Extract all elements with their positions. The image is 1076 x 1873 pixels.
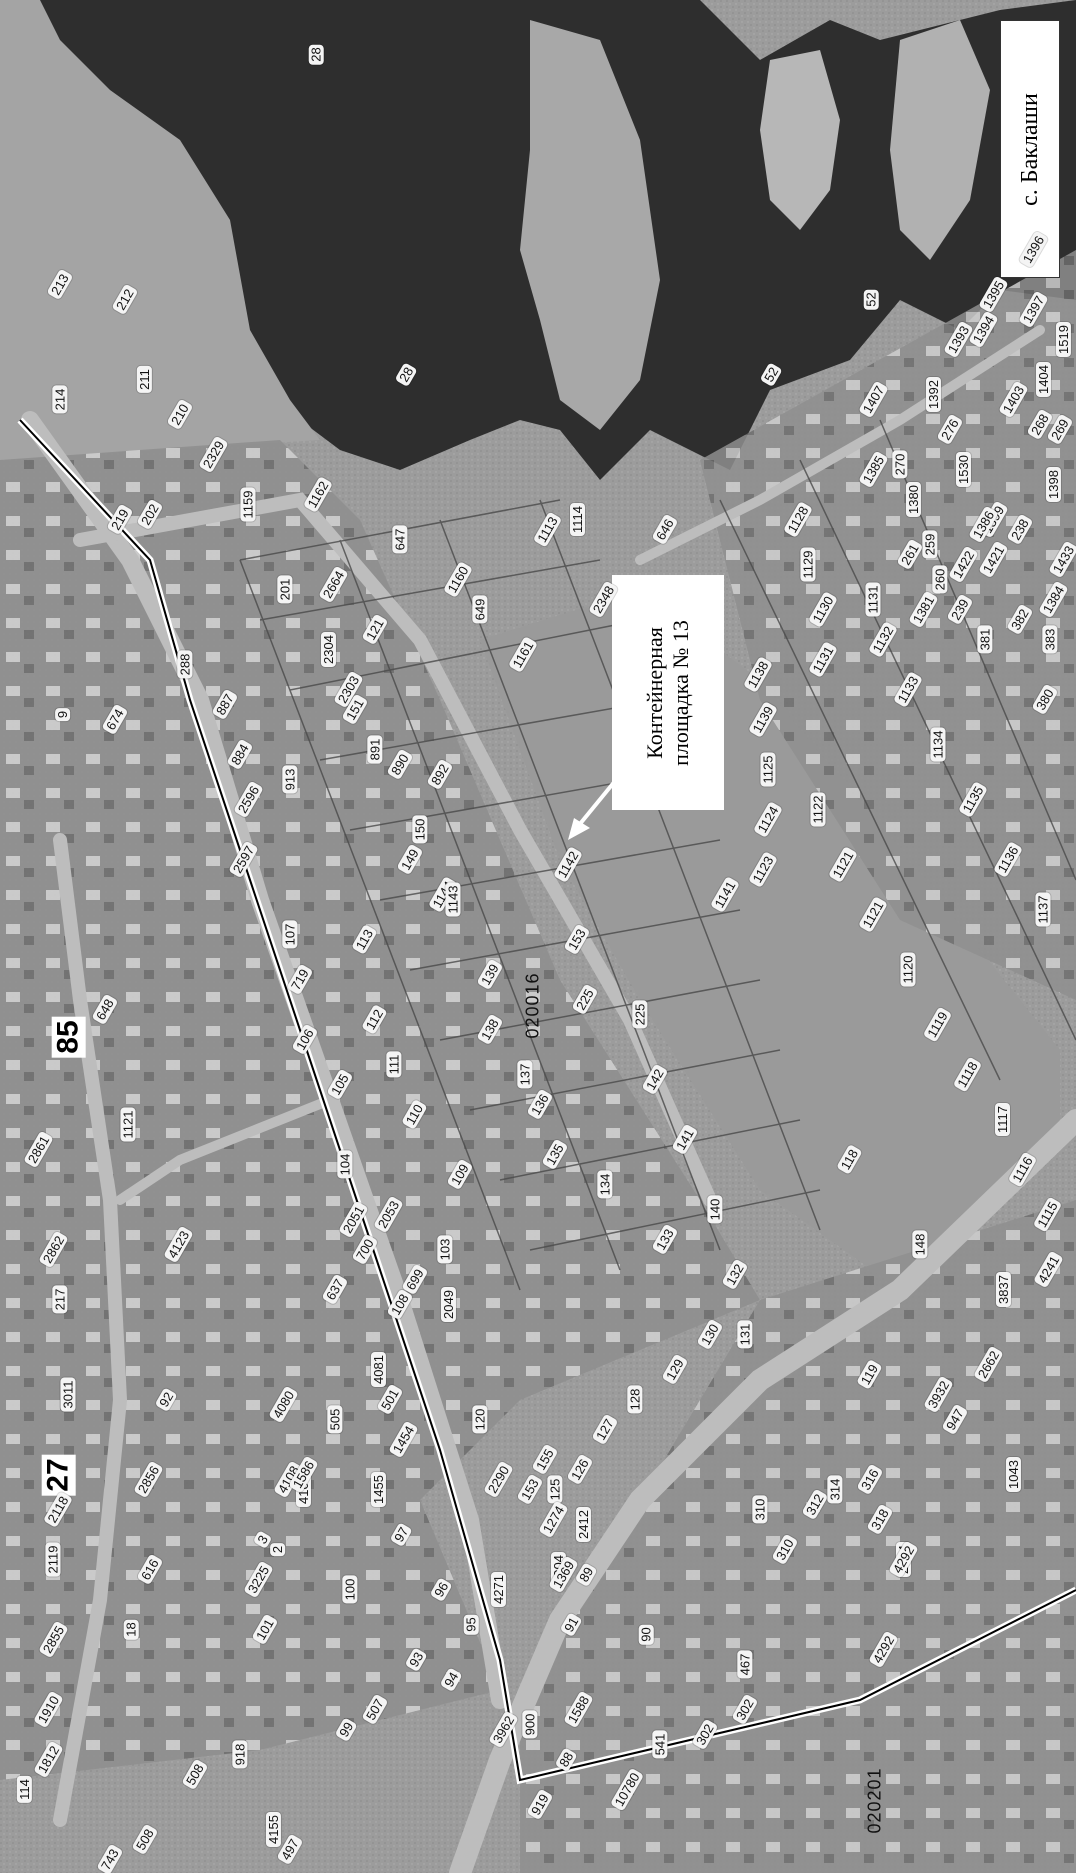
parcel-number-label: 2304 <box>320 632 336 667</box>
parcel-number-label: 2119 <box>45 1542 61 1577</box>
parcel-number-label: 1120 <box>900 952 916 987</box>
parcel-number-label: 1392 <box>925 377 941 412</box>
parcel-number-label: 891 <box>367 735 383 764</box>
parcel-number-label: 310 <box>752 1495 768 1524</box>
parcel-number-label: 125 <box>547 1475 563 1504</box>
parcel-number-label: 1125 <box>760 752 776 787</box>
parcel-number-label: 107 <box>282 920 298 949</box>
parcel-number-label: 3837 <box>995 1272 1011 1307</box>
parcel-number-label: 140 <box>707 1195 723 1224</box>
district-number: 85 <box>51 1016 86 1058</box>
settlement-label: с. Баклаши <box>1000 20 1060 278</box>
callout-line-2: площадка № 13 <box>668 619 694 766</box>
parcel-number-label: 2049 <box>440 1287 456 1322</box>
parcel-number-label: 1129 <box>800 547 816 582</box>
parcel-number-label: 18 <box>123 1619 139 1640</box>
parcel-number-label: 1455 <box>370 1472 386 1507</box>
container-site-callout: Контейнерная площадка № 13 <box>612 575 724 810</box>
district-number: 27 <box>41 1454 76 1496</box>
parcel-number-label: 1137 <box>1035 892 1051 927</box>
parcel-number-label: 2 <box>270 1542 286 1557</box>
parcel-number-label: 505 <box>327 1405 343 1434</box>
parcel-number-label: 1134 <box>930 727 946 762</box>
parcel-number-label: 1143 <box>445 882 461 917</box>
parcel-number-label: 1519 <box>1055 322 1071 357</box>
parcel-number-label: 211 <box>136 366 152 393</box>
parcel-number-label: 467 <box>737 1650 753 1679</box>
parcel-number-label: 201 <box>277 575 293 604</box>
parcel-number-label: 1131 <box>865 582 881 617</box>
parcel-number-label: 1043 <box>1005 1457 1021 1492</box>
parcel-number-label: 649 <box>472 595 488 624</box>
parcel-number-label: 1159 <box>240 487 256 522</box>
parcel-number-label: 1380 <box>905 482 921 517</box>
parcel-number-label: 95 <box>463 1614 479 1635</box>
parcel-number-label: 1121 <box>120 1107 136 1142</box>
parcel-number-label: 104 <box>337 1150 353 1179</box>
parcel-number-label: 120 <box>472 1405 488 1434</box>
parcel-number-label: 4155 <box>265 1812 281 1847</box>
parcel-number-label: 111 <box>386 1051 402 1078</box>
parcel-number-label: 918 <box>232 1740 248 1769</box>
parcel-number-label: 103 <box>437 1235 453 1264</box>
parcel-number-label: 2412 <box>575 1507 591 1542</box>
parcel-number-label: 1117 <box>995 1103 1010 1136</box>
parcel-number-label: 1404 <box>1035 362 1051 397</box>
parcel-number-label: 913 <box>282 765 298 794</box>
parcel-number-label: 900 <box>522 1710 538 1739</box>
parcel-number-label: 1122 <box>810 792 826 827</box>
parcel-number-label: 4271 <box>490 1572 506 1607</box>
parcel-number-label: 90 <box>638 1624 654 1645</box>
parcel-number-label: 383 <box>1042 625 1058 654</box>
parcel-number-label: 260 <box>932 565 948 594</box>
parcel-number-label: 214 <box>52 385 68 414</box>
parcel-number-label: 1530 <box>955 452 971 487</box>
parcel-number-label: 131 <box>737 1320 753 1349</box>
parcel-number-label: 381 <box>977 625 993 654</box>
parcel-number-label: 3011 <box>60 1377 76 1412</box>
parcel-number-label: 4081 <box>370 1352 386 1387</box>
parcel-number-label: 114 <box>16 1776 32 1803</box>
callout-line-1: Контейнерная <box>642 626 668 759</box>
parcel-number-label: 225 <box>632 1000 648 1029</box>
parcel-number-label: 1398 <box>1045 467 1061 502</box>
parcel-number-label: 314 <box>827 1475 843 1504</box>
parcel-number-label: 100 <box>342 1575 358 1604</box>
parcel-number-label: 28 <box>308 44 324 65</box>
parcel-number-label: 259 <box>922 530 938 559</box>
parcel-number-label: 150 <box>412 815 428 844</box>
cadastral-block-label: 020016 <box>522 972 543 1039</box>
parcel-number-label: 134 <box>597 1170 613 1199</box>
parcel-number-label: 52 <box>863 289 879 310</box>
parcel-number-label: 1114 <box>570 503 585 536</box>
parcel-number-label: 148 <box>912 1230 928 1259</box>
parcel-number-label: 288 <box>177 650 193 679</box>
parcel-number-label: 647 <box>392 525 408 554</box>
parcel-number-label: 541 <box>652 1730 668 1759</box>
parcel-number-label: 128 <box>627 1385 643 1414</box>
cadastral-block-label: 020201 <box>864 1767 885 1834</box>
parcel-number-label: 217 <box>52 1285 68 1314</box>
parcel-number-label: 270 <box>892 450 908 479</box>
parcel-number-label: 137 <box>517 1060 533 1089</box>
parcel-number-label: 9 <box>55 707 71 722</box>
